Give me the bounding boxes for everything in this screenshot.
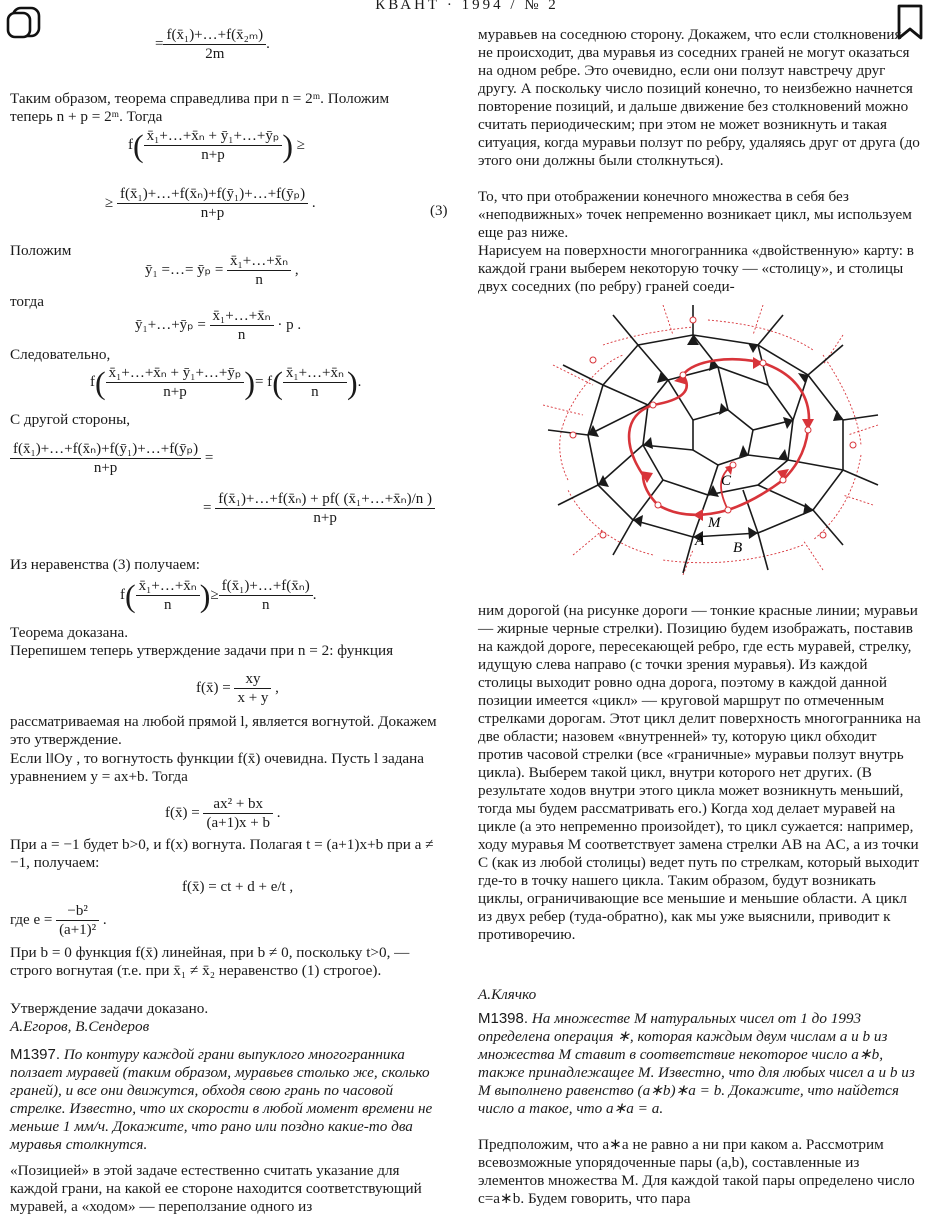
formula-13: где e = −b²(a+1)² . [10, 903, 107, 938]
formula-3: ≥ f(x̄₁)+…+f(x̄ₙ)+f(ȳ₁)+…+f(ȳₚ)n+p . [105, 186, 316, 221]
red-arrowheads [640, 357, 814, 521]
red-cycle [627, 357, 811, 517]
problem-number: М1398. [478, 1010, 529, 1027]
polyhedron-edges [547, 305, 879, 574]
capitals [569, 316, 857, 539]
paragraph-when: При a = −1 будет b>0, и f(x) вогнута. По… [10, 836, 434, 871]
problem-number: М1397. [10, 1046, 61, 1063]
figure-label-b: B [733, 540, 742, 556]
formula-11: f(x̄) = ax² + bx(a+1)x + b . [165, 796, 281, 831]
paragraph-b0: При b = 0 функция f(x̄) линейная, при b … [10, 944, 410, 979]
paragraph-proved: Теорема доказана. [10, 624, 129, 641]
paragraph-suppose: Предположим, что a∗a не равно a ни при к… [478, 1136, 915, 1207]
figure-label-c: C [721, 473, 732, 489]
dashed-roads [543, 305, 879, 575]
polyhedron-figure: C M A B [543, 305, 879, 575]
bookmark-icon [897, 4, 923, 40]
figure-label-m: M [707, 515, 722, 531]
bookmark-button[interactable] [890, 2, 930, 42]
paragraph-top: муравьев на соседнюю сторону. Докажем, ч… [478, 26, 920, 169]
back-icon [6, 6, 41, 39]
problem-m1397: М1397. По контуру каждой грани выпуклого… [10, 1046, 446, 1154]
paragraph-if: Если l‖Oy , то вогнутость функции f(x̄) … [10, 750, 425, 785]
back-button[interactable] [4, 2, 44, 42]
paragraph-hence: Следовательно, [10, 346, 111, 363]
running-head: КВАНТ · 1994 / № 2 [375, 0, 559, 13]
signature-1: А.Егоров, В.Сендеров [10, 1018, 150, 1035]
equation-number-3: (3) [430, 203, 448, 219]
formula-12: f(x̄) = ct + d + e/t , [182, 879, 294, 895]
paragraph-then: тогда [10, 293, 44, 310]
problem-m1398: М1398. На множестве M натуральных чисел … [478, 1010, 922, 1118]
problem-text: По контуру каждой грани выпуклого многог… [10, 1046, 433, 1153]
paragraph-done: Утверждение задачи доказано. [10, 1000, 209, 1017]
problem-text: На множестве M натуральных чисел от 1 до… [478, 1010, 915, 1117]
paragraph-map: То, что при отображении конечного множес… [478, 188, 912, 241]
page-header: КВАНТ · 1994 / № 2 [0, 0, 934, 16]
signature-2: А.Клячко [478, 986, 537, 1003]
paragraph-concave: рассматриваемая на любой прямой l, являе… [10, 713, 437, 748]
formula-1: =f(x̄₁)+…+f(x̄₂ₘ)2m. [155, 27, 270, 62]
figure-label-a: A [694, 533, 705, 549]
formula-8: = f(x̄₁)+…+f(x̄ₙ) + pf( (x̄₁+…+x̄ₙ)/n )n… [203, 490, 436, 527]
paragraph-other: С другой стороны, [10, 411, 131, 428]
ant-arrows [588, 335, 843, 543]
paragraph-let: Положим [10, 242, 72, 259]
paragraph-from: Из неравенства (3) получаем: [10, 556, 200, 573]
paragraph-position: «Позицией» в этой задаче естественно счи… [10, 1162, 422, 1215]
paragraph-dual: Нарисуем на поверхности многогранника «д… [478, 242, 914, 295]
paragraph-road: ним дорогой (на рисунке дороги — тонкие … [478, 602, 921, 943]
paragraph-thus: Таким образом, теорема справедлива при n… [10, 90, 390, 125]
formula-7: f(x̄₁)+…+f(x̄ₙ)+f(ȳ₁)+…+f(ȳₚ)n+p = [10, 440, 213, 477]
paragraph-rewrite: Перепишем теперь утверждение задачи при … [10, 642, 394, 659]
